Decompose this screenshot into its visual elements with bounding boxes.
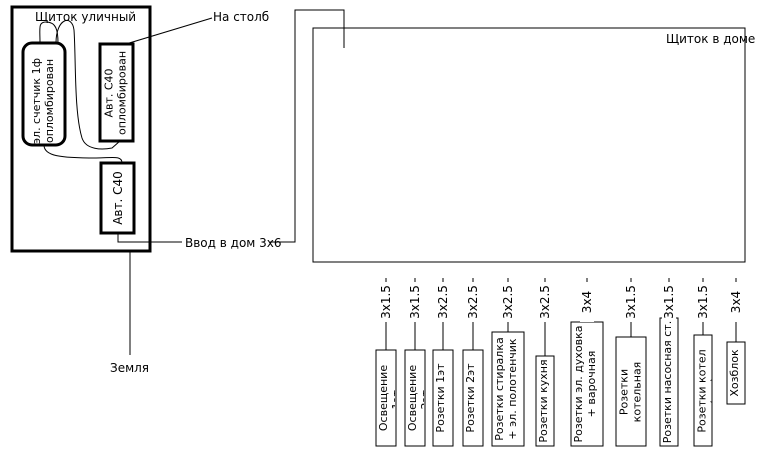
circuit-box xyxy=(404,349,426,447)
house-input-label: Ввод в дом 3х6 xyxy=(185,236,282,250)
circuit-name-label: Розетки 1эт xyxy=(434,363,447,433)
house-panel-frame xyxy=(312,27,746,263)
circuit-box xyxy=(570,321,604,447)
circuit-cable-label: 3х2.5 xyxy=(538,282,552,322)
circuit-name-label: Розетки эл. духовка + варочная xyxy=(572,325,598,443)
breaker-bottom-label: Авт. С40 xyxy=(111,171,125,225)
circuit-name-label: Розетки кухня xyxy=(537,359,550,443)
circuit-name-label: Освещение 1эт. xyxy=(377,364,395,432)
circuit-box xyxy=(462,349,484,447)
wire-meter-to-top-breaker xyxy=(55,19,121,150)
circuit-name-label: Розетки 2эт xyxy=(464,363,477,433)
street-panel-title: Щиток уличный xyxy=(35,10,137,24)
circuit-cable-label: 3х2.5 xyxy=(501,282,515,322)
circuit-cable-label: 3х4 xyxy=(729,282,743,322)
ground-label: Земля xyxy=(110,361,150,375)
circuit-box xyxy=(615,336,647,447)
circuit-cable-label: 3х1.5 xyxy=(624,282,638,322)
house-input-cable-route xyxy=(270,9,345,243)
wire-meter-loop xyxy=(39,21,59,44)
circuit-box xyxy=(726,341,746,405)
house-input-cable xyxy=(117,233,182,243)
circuit-name-label: Розетки котел (газ) xyxy=(695,348,711,433)
pole-label: На столб xyxy=(213,10,270,24)
circuit-cable-label: 3х2.5 xyxy=(436,282,450,322)
breaker-top-box xyxy=(98,42,135,143)
wire-meter-to-bottom-breaker xyxy=(43,144,123,164)
circuit-cable-label: 3х1.5 xyxy=(379,282,393,322)
circuit-name-label: Хозблок xyxy=(728,349,741,397)
circuit-cable-label: 3х1.5 xyxy=(696,282,710,322)
circuit-name-label: Розетки котельная (резерв) xyxy=(617,361,645,422)
circuit-name-label: Освещение 2эт. xyxy=(406,364,424,432)
circuit-box xyxy=(693,334,713,447)
circuit-cable-label: 3х1.5 xyxy=(662,282,676,322)
circuit-box xyxy=(491,331,525,447)
house-panel-title: Щиток в доме xyxy=(666,32,756,46)
circuit-name-label: Розетки насосная ст. xyxy=(661,320,674,444)
circuit-cable-label: 3х4 xyxy=(580,282,594,322)
circuit-box xyxy=(375,349,397,447)
street-panel-frame xyxy=(10,5,152,253)
circuit-box xyxy=(432,349,454,447)
breaker-top-label: Авт. С40 опломбирован xyxy=(102,50,129,136)
circuit-box xyxy=(535,355,555,447)
circuit-cable-label: 3х1.5 xyxy=(408,282,422,322)
meter-label: эл. счетчик 1ф опломбирован xyxy=(30,58,56,144)
wire-to-pole xyxy=(125,17,213,45)
circuit-name-label: Розетки стиралка + эл. полотенчик xyxy=(493,337,519,441)
circuit-cable-label: 3х2.5 xyxy=(466,282,480,322)
